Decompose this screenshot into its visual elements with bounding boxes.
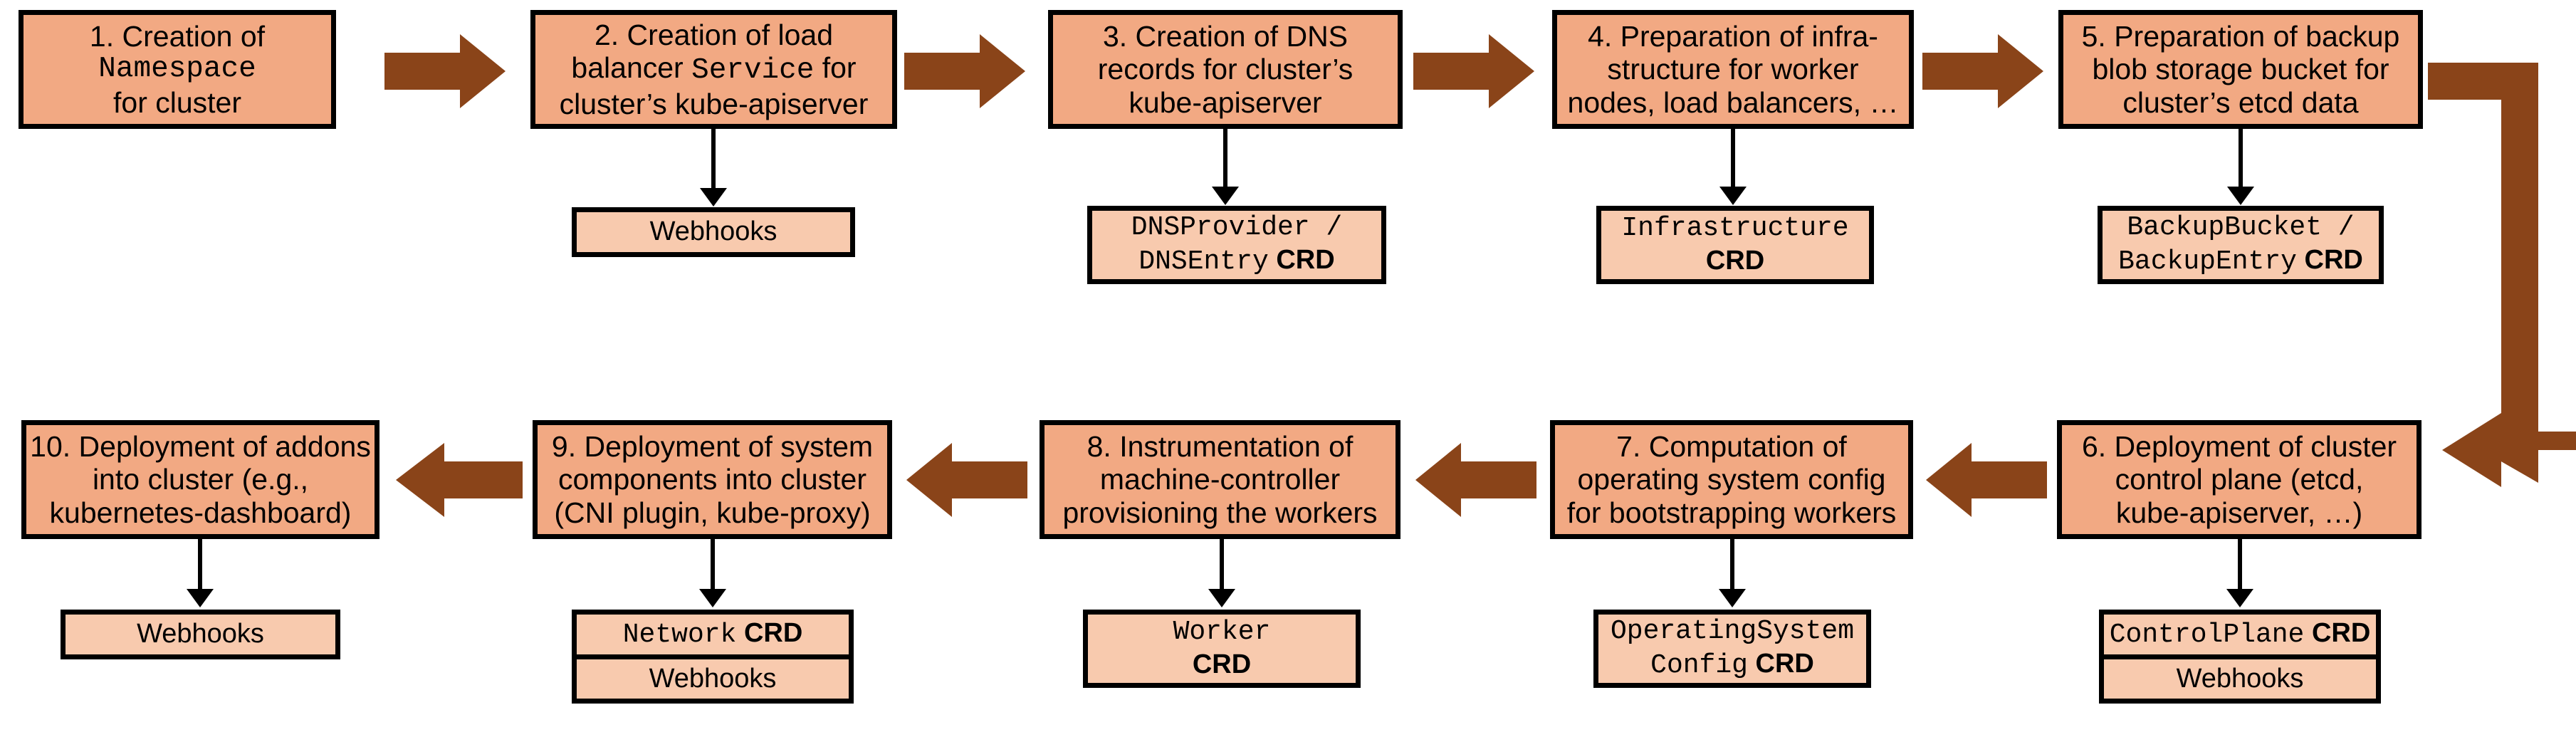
step-box-8[interactable]: 8. Instrumentation of machine-controller… — [1040, 420, 1400, 539]
step-4-line-1: 4. Preparation of infra- — [1588, 20, 1878, 53]
connector-8-crd-line — [1220, 539, 1224, 590]
network-crd-cell: Network CRD — [577, 615, 849, 654]
step-6-line-1: 6. Deployment of cluster — [2081, 430, 2397, 463]
step-3-line-1: 3. Creation of DNS — [1102, 20, 1349, 53]
step-box-5[interactable]: 5. Preparation of backup blob storage bu… — [2058, 10, 2423, 129]
connector-2-webhooks-line — [711, 129, 716, 189]
network-crd-label: Network CRD — [622, 617, 803, 650]
connector-6-stack-head — [2226, 589, 2253, 607]
step-5-line-1: 5. Preparation of backup — [2081, 20, 2400, 53]
connector-3-crd-head — [1212, 187, 1239, 205]
flow-arrow-2-3 — [904, 34, 1025, 108]
worker-crd-line-1: Worker — [1173, 617, 1271, 648]
connector-7-crd-head — [1719, 589, 1746, 607]
connector-5-crd-line — [2239, 129, 2243, 187]
step-1-line-3: for cluster — [113, 85, 241, 119]
dns-crd-line-1: DNSProvider / — [1131, 212, 1343, 244]
step-9-line-2: components into cluster — [557, 463, 866, 496]
webhooks-label: Webhooks — [2176, 663, 2304, 694]
connector-4-crd-head — [1719, 187, 1747, 205]
connector-10-webhooks-head — [187, 589, 214, 607]
sub-box-infrastructure-crd[interactable]: Infrastructure CRD — [1596, 206, 1874, 284]
connector-7-crd-line — [1730, 539, 1734, 590]
step-9-line-1: 9. Deployment of system — [551, 430, 874, 463]
step-3-line-3: kube-apiserver — [1129, 85, 1322, 119]
step-8-line-3: provisioning the workers — [1062, 496, 1378, 529]
step-3-line-2: records for cluster’s — [1097, 53, 1354, 86]
step-10-line-3: kubernetes-dashboard) — [49, 496, 352, 529]
step-7-line-1: 7. Computation of — [1616, 430, 1847, 463]
sub-box-webhooks-10[interactable]: Webhooks — [61, 610, 340, 659]
sub-box-network-stack[interactable]: Network CRD Webhooks — [572, 610, 854, 704]
dns-crd-line-2: DNSEntry CRD — [1138, 245, 1335, 277]
step-5-line-3: cluster’s etcd data — [2122, 85, 2359, 119]
connector-3-crd-line — [1223, 129, 1227, 187]
step-6-line-2: control plane (etcd, — [2115, 463, 2364, 496]
step-4-line-2: structure for worker — [1607, 53, 1859, 86]
step-box-6[interactable]: 6. Deployment of cluster control plane (… — [2057, 420, 2421, 539]
step-8-line-1: 8. Instrumentation of — [1087, 430, 1354, 463]
step-box-4[interactable]: 4. Preparation of infra- structure for w… — [1552, 10, 1914, 129]
backup-crd-line-2: BackupEntry CRD — [2118, 245, 2363, 277]
step-9-line-3: (CNI plugin, kube-proxy) — [554, 496, 871, 529]
flow-arrow-5-6-elbow — [2428, 50, 2576, 500]
step-box-2[interactable]: 2. Creation of load balancer Service for… — [530, 10, 897, 129]
step-1-line-1: 1. Creation of — [89, 20, 266, 53]
step-1-line-2: Namespace — [98, 53, 256, 86]
sub-box-dns-crd[interactable]: DNSProvider / DNSEntry CRD — [1087, 206, 1386, 284]
infrastructure-crd-line-2: CRD — [1705, 246, 1765, 276]
controlplane-crd-label: ControlPlane CRD — [2109, 617, 2371, 650]
connector-6-stack-line — [2238, 539, 2242, 590]
step-box-1[interactable]: 1. Creation of Namespace for cluster — [19, 10, 336, 129]
flow-arrow-6-7 — [1926, 443, 2047, 517]
flow-arrow-1-2 — [384, 34, 506, 108]
connector-9-stack-line — [711, 539, 715, 590]
step-10-line-1: 10. Deployment of addons — [30, 430, 371, 463]
controlplane-crd-cell: ControlPlane CRD — [2104, 615, 2376, 654]
sub-box-controlplane-stack[interactable]: ControlPlane CRD Webhooks — [2099, 610, 2381, 704]
sub-box-osc-crd[interactable]: OperatingSystem Config CRD — [1593, 610, 1871, 688]
flow-arrow-8-9 — [906, 443, 1027, 517]
osc-crd-line-1: OperatingSystem — [1610, 616, 1855, 647]
connector-10-webhooks-line — [198, 539, 202, 590]
step-box-3[interactable]: 3. Creation of DNS records for cluster’s… — [1048, 10, 1403, 129]
flow-arrow-9-10 — [396, 443, 523, 517]
backup-crd-line-1: BackupBucket / — [2127, 212, 2355, 244]
step-4-line-3: nodes, load balancers, … — [1567, 85, 1899, 119]
webhooks-label: Webhooks — [137, 619, 264, 649]
flow-arrow-4-5 — [1922, 34, 2043, 108]
connector-5-crd-head — [2227, 187, 2254, 205]
step-5-line-2: blob storage bucket for — [2092, 53, 2389, 86]
step-2-line-1: 2. Creation of load — [594, 19, 834, 51]
step-6-line-3: kube-apiserver, …) — [2115, 496, 2363, 529]
worker-crd-line-2: CRD — [1192, 649, 1252, 679]
webhooks-label: Webhooks — [649, 216, 777, 247]
connector-4-crd-line — [1731, 129, 1735, 187]
step-7-line-2: operating system config — [1577, 463, 1886, 496]
sub-box-worker-crd[interactable]: Worker CRD — [1083, 610, 1361, 688]
flow-arrow-7-8 — [1415, 443, 1536, 517]
step-2-line-3: cluster’s kube-apiserver — [559, 87, 869, 120]
step-box-9[interactable]: 9. Deployment of system components into … — [533, 420, 892, 539]
step-box-7[interactable]: 7. Computation of operating system confi… — [1550, 420, 1913, 539]
connector-8-crd-head — [1208, 589, 1235, 607]
step-10-line-2: into cluster (e.g., — [92, 463, 309, 496]
flow-arrow-3-4 — [1413, 34, 1534, 108]
controlplane-webhooks-cell: Webhooks — [2104, 654, 2376, 699]
osc-crd-line-2: Config CRD — [1650, 649, 1814, 681]
step-8-line-2: machine-controller — [1099, 463, 1341, 496]
sub-box-backup-crd[interactable]: BackupBucket / BackupEntry CRD — [2098, 206, 2384, 284]
webhooks-label: Webhooks — [649, 663, 777, 694]
connector-9-stack-head — [699, 589, 726, 607]
step-7-line-3: for bootstrapping workers — [1566, 496, 1897, 529]
step-2-line-2: balancer Service for — [571, 51, 857, 88]
connector-2-webhooks-head — [700, 188, 727, 207]
network-webhooks-cell: Webhooks — [577, 654, 849, 699]
sub-box-webhooks-2[interactable]: Webhooks — [572, 207, 855, 257]
infrastructure-crd-line-1: Infrastructure — [1621, 213, 1849, 244]
step-box-10[interactable]: 10. Deployment of addons into cluster (e… — [21, 420, 379, 539]
